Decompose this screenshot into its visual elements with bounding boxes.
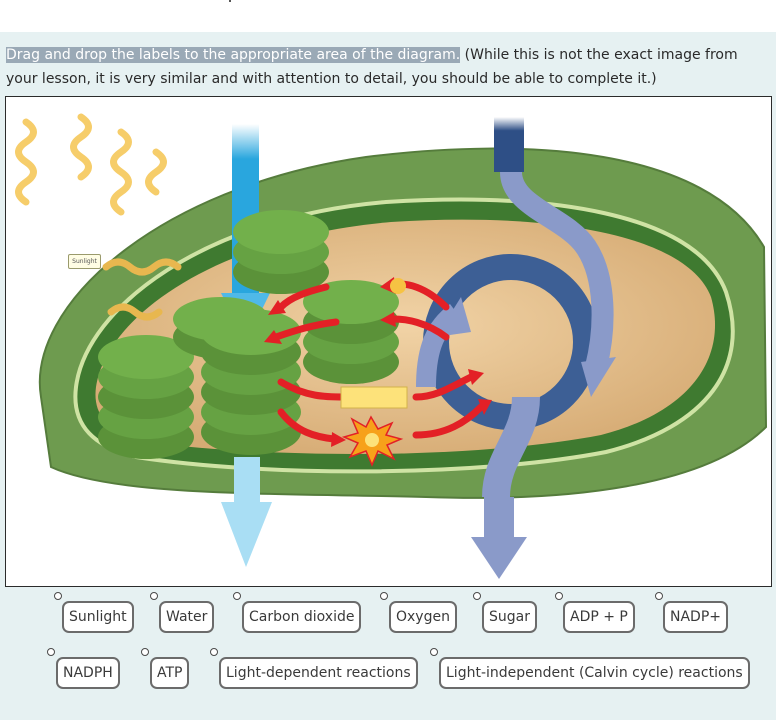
top-strip <box>0 0 776 32</box>
grana-stack-left <box>98 335 194 459</box>
energy-burst-core <box>365 433 379 447</box>
drag-pin-icon <box>141 648 149 656</box>
calvin-cycle <box>416 170 616 498</box>
sugar-arrow-head <box>471 537 527 579</box>
question-prompt: Drag and drop the labels to the appropri… <box>6 43 766 91</box>
prompt-rest: (While this is not the exact image from … <box>6 47 738 87</box>
drag-pin-icon <box>473 592 481 600</box>
top-marker <box>229 0 231 2</box>
label-sugar[interactable]: Sugar <box>482 601 537 633</box>
label-sunlight[interactable]: Sunlight <box>62 601 134 633</box>
chloroplast-illustration <box>15 113 768 579</box>
label-oxygen[interactable]: Oxygen <box>389 601 457 633</box>
label-light-dependent-reactions[interactable]: Light-dependent reactions <box>219 657 418 689</box>
label-nadph[interactable]: NADPH <box>56 657 120 689</box>
drag-pin-icon <box>54 592 62 600</box>
nadp-marker <box>390 278 406 294</box>
drag-pin-icon <box>47 648 55 656</box>
label-nadp-plus[interactable]: NADP+ <box>663 601 729 633</box>
energy-carrier-arrows <box>272 280 485 443</box>
label-atp[interactable]: ATP <box>150 657 190 689</box>
prompt-highlight: Drag and drop the labels to the appropri… <box>6 47 461 63</box>
label-light-independent-reactions[interactable]: Light-independent (Calvin cycle) reactio… <box>439 657 750 689</box>
drag-pin-icon <box>210 648 218 656</box>
label-water[interactable]: Water <box>159 601 215 633</box>
label-adp-p[interactable]: ADP + P <box>563 601 635 633</box>
label-carbon-dioxide[interactable]: Carbon dioxide <box>242 601 362 633</box>
oxygen-output-arrow <box>234 457 260 502</box>
drag-pin-icon <box>380 592 388 600</box>
sunlight-rays <box>15 113 182 321</box>
drag-pin-icon <box>430 648 438 656</box>
drag-pin-icon <box>655 592 663 600</box>
atp-bar <box>340 386 408 409</box>
grana-stack-right <box>303 280 399 384</box>
sugar-output-arrow <box>484 497 514 537</box>
co2-input-arrow <box>494 117 524 172</box>
oxygen-arrow-head <box>221 502 272 567</box>
drag-pin-icon <box>150 592 158 600</box>
drag-pin-icon <box>555 592 563 600</box>
drag-pin-icon <box>233 592 241 600</box>
drop-zone-sunlight[interactable]: Sunlight <box>68 254 101 269</box>
chloroplast-diagram: Sunlight <box>5 96 772 587</box>
